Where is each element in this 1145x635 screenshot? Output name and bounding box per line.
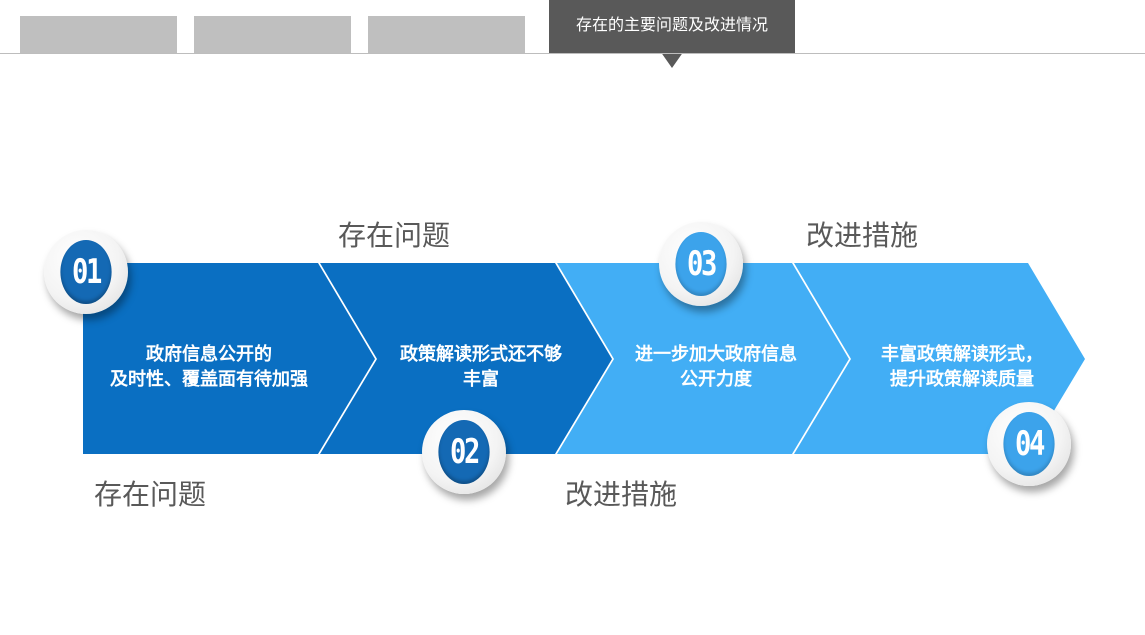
step-3-line1: 进一步加大政府信息 [635,344,797,365]
chevron-step-1 [83,263,375,454]
caption-measure-bottom: 改进措施 [565,478,678,511]
step-4-number: 04 [1003,412,1055,476]
header-divider [0,53,1145,54]
step-1-number: 01 [60,240,112,304]
step-3-text: 进一步加大政府信息 公开力度 [607,342,825,392]
caption-problem-bottom: 存在问题 [94,478,207,511]
step-4-line2: 提升政策解读质量 [890,369,1034,390]
step-3-badge: 03 [659,222,743,306]
nav-tab-1[interactable] [20,16,177,53]
chevron-step-3 [557,263,849,454]
step-2-text: 政策解读形式还不够 丰富 [372,342,590,392]
step-1-line1: 政府信息公开的 [146,344,272,365]
step-4-text: 丰富政策解读形式， 提升政策解读质量 [846,342,1078,392]
step-1-line2: 及时性、覆盖面有待加强 [110,369,308,390]
step-1-badge: 01 [44,230,128,314]
step-4-line1: 丰富政策解读形式， [881,344,1043,365]
step-2-line2: 丰富 [463,369,499,390]
chevron-step-2 [320,263,612,454]
step-2-badge: 02 [422,410,506,494]
step-2-number: 02 [438,420,490,484]
caption-problem-top: 存在问题 [338,219,451,252]
caption-measure-top: 改进措施 [806,219,919,252]
step-3-line2: 公开力度 [680,369,752,390]
nav-tab-2[interactable] [194,16,351,53]
nav-tab-3[interactable] [368,16,525,53]
step-2-line1: 政策解读形式还不够 [400,344,562,365]
step-3-number: 03 [675,232,727,296]
step-4-badge: 04 [987,402,1071,486]
step-1-text: 政府信息公开的 及时性、覆盖面有待加强 [83,342,335,392]
active-tab-label: 存在的主要问题及改进情况 [575,15,768,34]
